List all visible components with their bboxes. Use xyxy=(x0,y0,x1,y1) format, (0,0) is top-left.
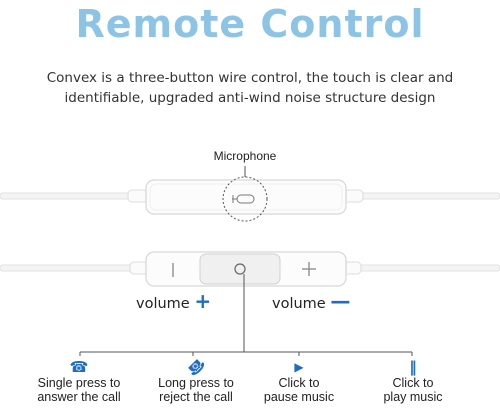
microphone-unit xyxy=(0,166,500,222)
action-play-music: ‖ Click to play music xyxy=(358,358,468,404)
play-icon: ▶ xyxy=(294,360,304,374)
minus-icon: — xyxy=(330,289,351,313)
callout-lines xyxy=(79,274,413,356)
action-reject-call: ☎ Long press to reject the call xyxy=(141,354,251,404)
action-label: Click to pause music xyxy=(263,376,335,404)
action-pause-music: ▶ Click to pause music xyxy=(244,358,354,404)
description-text: Convex is a three-button wire control, t… xyxy=(46,70,454,106)
remote-unit xyxy=(0,251,500,287)
action-answer-call: ☎ Single press to answer the call xyxy=(24,358,134,404)
plus-icon: + xyxy=(194,289,212,313)
phone-answer-icon: ☎ xyxy=(69,358,89,376)
page-title: Remote Control xyxy=(75,2,425,46)
microphone-icon xyxy=(232,194,255,204)
action-label: Long press to reject the call xyxy=(158,376,234,404)
microphone-highlight xyxy=(222,176,268,222)
volume-up-label: volume + xyxy=(136,289,212,313)
pause-icon: ‖ xyxy=(409,358,417,376)
center-button xyxy=(234,263,246,275)
volume-up-mark xyxy=(302,262,316,276)
action-label: Click to play music xyxy=(383,376,443,404)
microphone-label: Microphone xyxy=(213,149,277,163)
action-label: Single press to answer the call xyxy=(37,376,121,404)
volume-down-label: volume — xyxy=(272,289,351,313)
